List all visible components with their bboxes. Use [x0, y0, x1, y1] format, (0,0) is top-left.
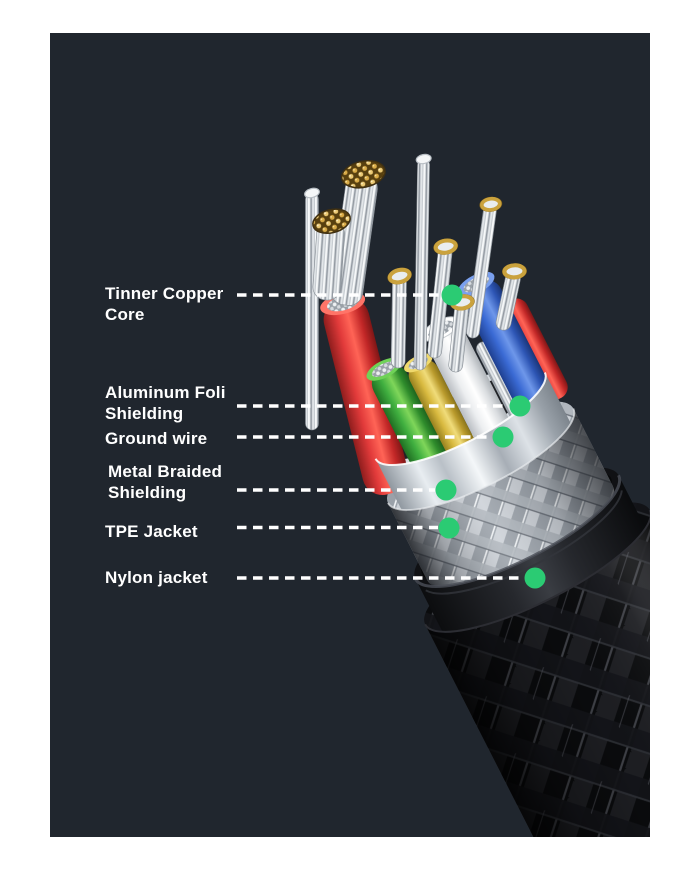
- callout-dot-metal-braided-shielding: [435, 479, 457, 501]
- label-line: Core: [105, 305, 145, 324]
- label-line: Tinner Copper: [105, 284, 224, 303]
- strand-tall-white: [413, 153, 432, 371]
- label-line: Aluminum Foli: [105, 383, 226, 402]
- tpe-jacket-front: [414, 474, 646, 638]
- nylon-jacket-front: [424, 509, 650, 837]
- label-tpe-jacket: TPE Jacket: [105, 521, 198, 542]
- strand-gold-ring-b: [427, 238, 459, 359]
- callout-dot-nylon-jacket: [524, 567, 546, 589]
- strand-gold-ring-a: [387, 267, 412, 369]
- label-aluminum-foil-shielding: Aluminum Foli Shielding: [105, 382, 226, 424]
- label-line: Nylon jacket: [105, 568, 208, 587]
- callout-dot-tinner-copper-core: [441, 284, 463, 306]
- label-line: Ground wire: [105, 429, 208, 448]
- callout-dot-aluminum-foil-shielding: [509, 395, 531, 417]
- strand-gold-ring-e: [495, 263, 527, 331]
- strand-gold-ring-c: [466, 196, 503, 339]
- strand-bundle-small: [312, 208, 351, 301]
- copper-bundle-tip: [340, 160, 386, 189]
- label-metal-braided-shielding: Metal Braided Shielding: [108, 461, 222, 503]
- callout-dot-ground-wire: [492, 426, 514, 448]
- callouts: [237, 284, 546, 589]
- copper-bundle-tip: [312, 208, 351, 235]
- label-line: TPE Jacket: [105, 522, 198, 541]
- label-tinner-copper-core: Tinner Copper Core: [105, 283, 223, 325]
- label-line: Shielding: [105, 404, 184, 423]
- label-ground-wire: Ground wire: [105, 428, 207, 449]
- copper-strands: [304, 153, 527, 431]
- label-line: Metal Braided: [108, 462, 223, 481]
- label-nylon-jacket: Nylon jacket: [105, 567, 208, 588]
- wire-red-2: [502, 298, 568, 401]
- label-line: Shielding: [108, 483, 187, 502]
- callout-dot-tpe-jacket: [438, 517, 460, 539]
